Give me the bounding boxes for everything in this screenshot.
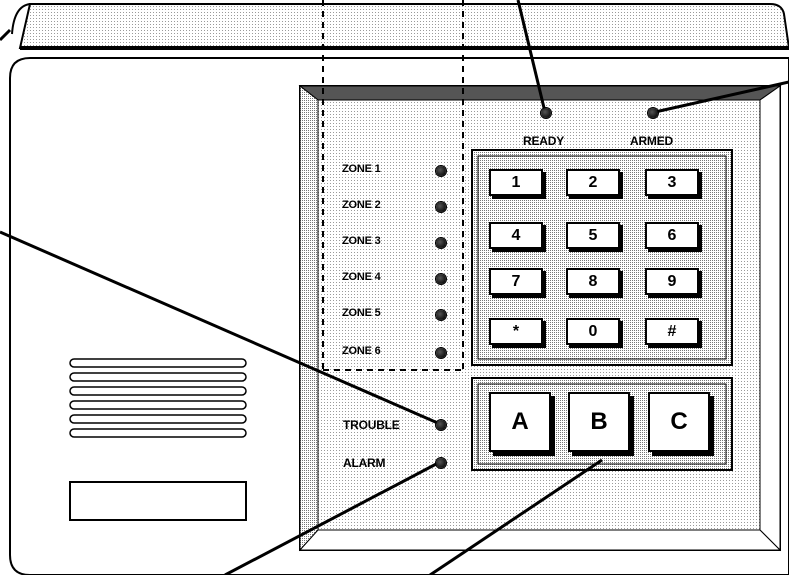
zone-highlight-box — [322, 0, 464, 371]
alarm-label: ALARM — [343, 456, 386, 470]
zone-2-led — [436, 202, 446, 212]
zone-5-led — [436, 310, 446, 320]
ready-led — [541, 108, 551, 118]
speaker-grille — [69, 358, 247, 438]
key-1[interactable]: 1 — [489, 169, 543, 196]
key-star[interactable]: * — [489, 318, 543, 345]
zone-1-label: ZONE 1 — [342, 163, 381, 175]
housing-lid — [11, 3, 789, 50]
label-window — [69, 481, 247, 521]
armed-led — [648, 108, 658, 118]
key-3[interactable]: 3 — [645, 169, 699, 196]
zone-4-led — [436, 274, 446, 284]
zone-4-label: ZONE 4 — [342, 271, 381, 283]
key-4[interactable]: 4 — [489, 222, 543, 249]
armed-label: ARMED — [630, 134, 673, 148]
function-key-c[interactable]: C — [648, 392, 710, 452]
function-key-b[interactable]: B — [568, 392, 630, 452]
trouble-led — [436, 420, 446, 430]
zone-1-led — [436, 166, 446, 176]
alarm-led — [436, 458, 446, 468]
ready-label: READY — [523, 134, 565, 148]
key-8[interactable]: 8 — [566, 268, 620, 295]
trouble-label: TROUBLE — [343, 418, 400, 432]
key-5[interactable]: 5 — [566, 222, 620, 249]
zone-6-led — [436, 348, 446, 358]
key-9[interactable]: 9 — [645, 268, 699, 295]
zone-3-led — [436, 238, 446, 248]
key-0[interactable]: 0 — [566, 318, 620, 345]
function-key-a[interactable]: A — [489, 392, 551, 452]
zone-3-label: ZONE 3 — [342, 235, 381, 247]
key-7[interactable]: 7 — [489, 268, 543, 295]
zone-2-label: ZONE 2 — [342, 199, 381, 211]
zone-6-label: ZONE 6 — [342, 345, 381, 357]
zone-5-label: ZONE 5 — [342, 307, 381, 319]
key-2[interactable]: 2 — [566, 169, 620, 196]
key-hash[interactable]: # — [645, 318, 699, 345]
key-6[interactable]: 6 — [645, 222, 699, 249]
